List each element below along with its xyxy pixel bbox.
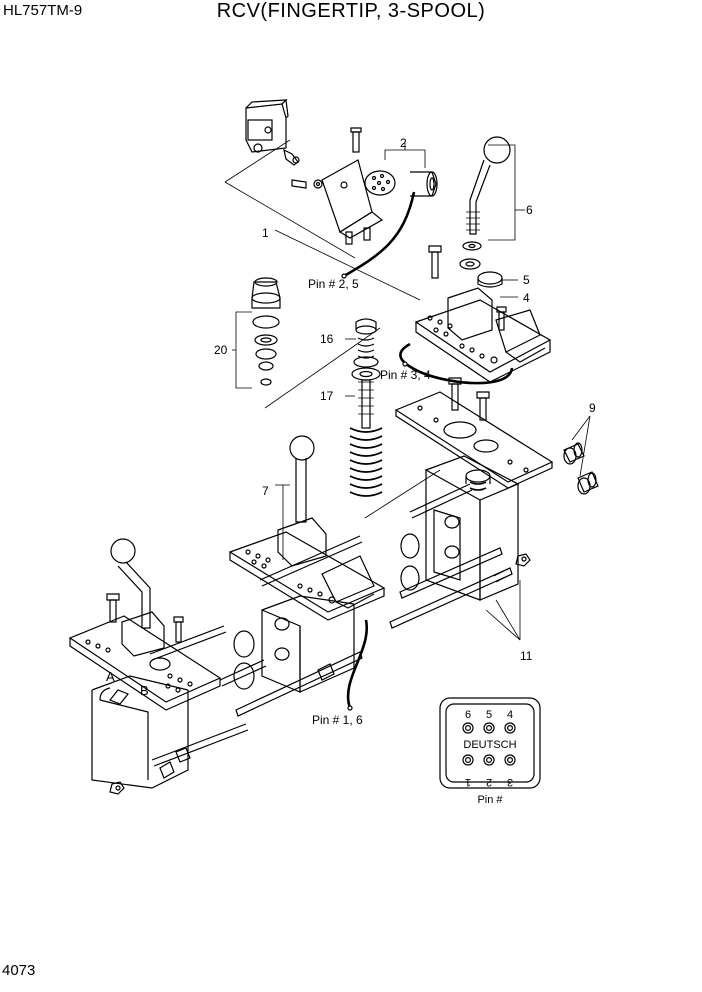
deutsch-pin-1: 1 bbox=[465, 776, 471, 788]
o-rings-middle bbox=[233, 533, 420, 690]
deutsch-pin-2: 2 bbox=[486, 776, 492, 788]
callout-1: 1 bbox=[262, 226, 269, 240]
spring-part-16 bbox=[353, 318, 379, 368]
deutsch-pin-5: 5 bbox=[486, 709, 492, 721]
small-bolts-top bbox=[283, 127, 362, 189]
callout-2: 2 bbox=[400, 136, 407, 150]
page-title: RCV(FINGERTIP, 3-SPOOL) bbox=[216, 0, 486, 22]
callout-20: 20 bbox=[214, 343, 228, 357]
deutsch-label: DEUTSCH bbox=[463, 739, 516, 751]
spring-part-17 bbox=[349, 367, 383, 497]
lower-rods bbox=[219, 651, 363, 717]
knob-part-5 bbox=[477, 271, 503, 288]
callout-16: 16 bbox=[320, 332, 334, 346]
left-valve-assembly bbox=[68, 538, 249, 795]
cable-pin-2-5 bbox=[343, 191, 416, 278]
upper-valve-assembly bbox=[414, 245, 552, 383]
cable-pin-3-4 bbox=[399, 342, 514, 385]
tie-rods-part-11 bbox=[389, 483, 531, 629]
connector-part-2 bbox=[364, 170, 438, 197]
callout-6: 6 bbox=[526, 203, 533, 217]
deutsch-caption: Pin # bbox=[477, 794, 503, 806]
fitting-part-9 bbox=[563, 442, 599, 495]
callout-7: 7 bbox=[262, 484, 269, 498]
deutsch-connector-face bbox=[439, 697, 541, 789]
seal-kit-part-20 bbox=[251, 277, 281, 386]
model-code: HL757TM-9 bbox=[3, 2, 83, 19]
mid-plate bbox=[394, 377, 554, 489]
middle-valve-assembly bbox=[228, 435, 386, 693]
solenoid-valve bbox=[245, 98, 289, 153]
callout-17: 17 bbox=[320, 389, 334, 403]
deutsch-pin-3: 3 bbox=[507, 776, 513, 788]
pin-label-2-5: Pin # 2, 5 bbox=[308, 277, 359, 291]
callout-11: 11 bbox=[520, 649, 533, 663]
mounting-bracket bbox=[321, 159, 384, 245]
callout-9: 9 bbox=[589, 401, 596, 415]
right-valve-body bbox=[424, 455, 520, 601]
port-label-b: B bbox=[140, 683, 149, 698]
cable-pin-1-6 bbox=[346, 619, 369, 709]
port-label-a: A bbox=[106, 669, 115, 684]
deutsch-pin-4: 4 bbox=[507, 709, 513, 721]
callout-5: 5 bbox=[523, 273, 530, 287]
callout-4: 4 bbox=[523, 291, 530, 305]
page-number: 4073 bbox=[2, 962, 36, 979]
deutsch-pin-6: 6 bbox=[465, 709, 471, 721]
pin-label-1-6: Pin # 1, 6 bbox=[312, 713, 363, 727]
lever-part-6 bbox=[459, 136, 511, 270]
pin-label-3-4: Pin # 3, 4 bbox=[380, 368, 431, 382]
